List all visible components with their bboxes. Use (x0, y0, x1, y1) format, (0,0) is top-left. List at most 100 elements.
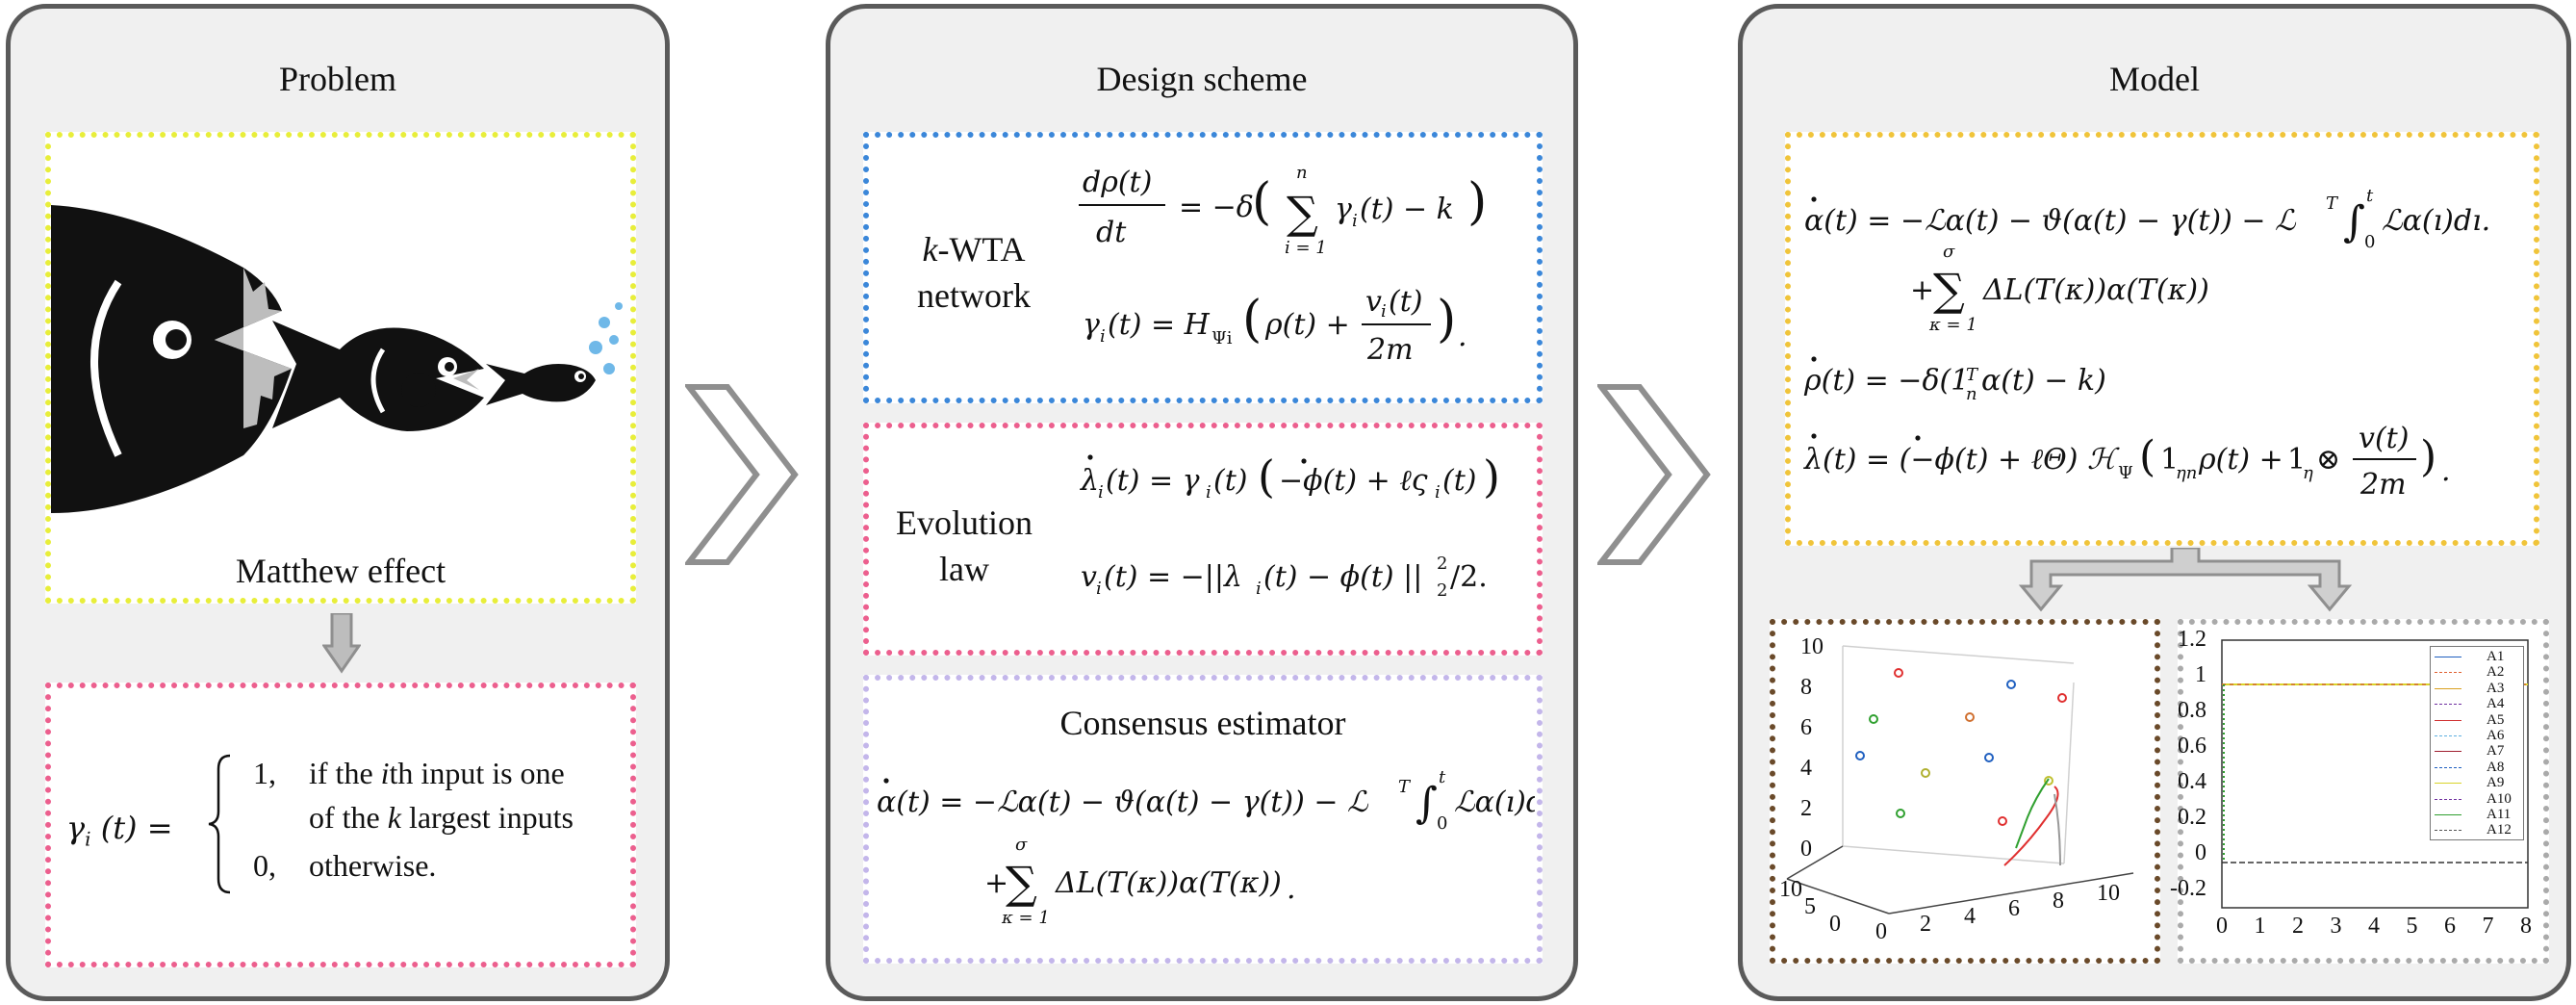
legend-entry: A6 (2435, 728, 2519, 743)
svg-text:σ: σ (1015, 835, 1028, 855)
svg-text:n: n (1296, 163, 1308, 183)
kwta-network-box: k-WTA network dρ(t) dt = −δ ( ∑ n i = 1 … (863, 132, 1543, 403)
svg-text:v: v (1365, 285, 1382, 319)
svg-text:(: ( (2139, 432, 2155, 481)
svg-text:Ψi: Ψi (1211, 328, 1233, 348)
tick-label: 0 (1829, 912, 1841, 937)
x-tick-label: 0 (2216, 914, 2228, 939)
y-tick-label: 0.6 (2178, 734, 2206, 759)
svg-text:2m: 2m (2359, 468, 2407, 502)
svg-text:ρ(t) +: ρ(t) + (1264, 308, 1350, 342)
x-tick-label: 8 (2520, 914, 2532, 939)
medium-fish-gill (370, 348, 386, 414)
x-tick-label: 4 (2368, 914, 2380, 939)
svg-text:dt: dt (1096, 216, 1127, 249)
svg-text:i: i (1096, 579, 1102, 599)
svg-text:(t) − ϕ(t) ||: (t) − ϕ(t) || (1263, 560, 1422, 594)
down-arrow-problem (322, 613, 361, 674)
tick-label: 10 (1800, 634, 1824, 659)
consensus-title: Consensus estimator (1059, 704, 1346, 742)
svg-text:(: ( (1258, 451, 1275, 502)
tick-label: 4 (1800, 756, 1812, 781)
svg-text:ηn: ηn (2176, 463, 2197, 483)
legend-label: A5 (2487, 711, 2505, 728)
legend-swatch (2435, 704, 2461, 706)
x-tick-label: 3 (2330, 914, 2342, 939)
design-panel: Design scheme k-WTA network dρ(t) dt = −… (826, 4, 1578, 1001)
svg-text:∑: ∑ (1933, 264, 1965, 316)
legend-swatch (2435, 735, 2461, 736)
kwta-label-line1: k-WTA (922, 230, 1026, 269)
svg-text:(: ( (1242, 291, 1262, 348)
x-tick-label: 5 (2406, 914, 2418, 939)
big-fish-gill (90, 279, 122, 457)
svg-text:−ϕ(t) + ℓς: −ϕ(t) + ℓς (1279, 464, 1428, 498)
chevron-arrow-2 (1597, 384, 1711, 565)
x-tick-label: 1 (2254, 914, 2266, 939)
svg-text:T: T (1398, 777, 1412, 797)
legend-swatch (2435, 766, 2461, 768)
legend-label: A7 (2487, 743, 2505, 760)
legend-label: A4 (2487, 696, 2505, 712)
fish-illustration (51, 205, 623, 513)
legend-swatch (2435, 798, 2461, 800)
svg-text:): ) (1437, 291, 1456, 348)
evolution-label-line1: Evolution (896, 503, 1033, 542)
svg-text:(: ( (1252, 173, 1271, 231)
legend-entry: A12 (2435, 822, 2519, 838)
svg-text:∫: ∫ (2343, 197, 2365, 246)
svg-text:α(t) − k): α(t) − k) (1981, 364, 2106, 398)
svg-text:κ = 1: κ = 1 (1001, 908, 1050, 928)
legend-label: A2 (2487, 664, 2505, 681)
legend-label: A12 (2487, 822, 2512, 838)
legend-swatch (2435, 672, 2461, 674)
legend-label: A11 (2487, 807, 2512, 822)
svg-text:ρ(t) = −δ(1: ρ(t) = −δ(1 (1803, 364, 1969, 398)
svg-text:+: + (1910, 273, 1934, 307)
svg-text:t: t (1439, 767, 1446, 787)
tick-label: 4 (1964, 904, 1976, 929)
design-title: Design scheme (1096, 60, 1308, 98)
svg-text:ρ(t) +: ρ(t) + (2198, 443, 2283, 477)
svg-text:(t): (t) (1213, 464, 1247, 498)
svg-text:v: v (1081, 560, 1097, 594)
small-fish (486, 364, 596, 405)
legend-swatch (2435, 830, 2461, 832)
model-panel: Model α(t) = −ℒα(t) − ϑ(α(t) − γ(t)) − ℒ… (1738, 4, 2571, 1001)
svg-text:α(t) = −ℒα(t) − ϑ(α(t) − γ(t)): α(t) = −ℒα(t) − ϑ(α(t) − γ(t)) − ℒ (1804, 204, 2297, 238)
svg-text:(t) − k: (t) − k (1360, 193, 1454, 226)
split-arrows (2018, 548, 2353, 612)
legend-entry: A4 (2435, 696, 2519, 711)
model-title: Model (2109, 60, 2200, 98)
legend-label: A9 (2487, 775, 2505, 791)
svg-text:.: . (1287, 872, 1296, 906)
medium-fish (272, 321, 484, 431)
svg-text:(t) = H: (t) = H (1108, 308, 1211, 342)
svg-text:+: + (984, 866, 1008, 900)
tick-label: 0 (1800, 837, 1812, 862)
evolution-label-line2: law (939, 550, 989, 588)
svg-text:λ: λ (1080, 464, 1099, 498)
svg-text:2: 2 (1437, 554, 1447, 574)
legend-label: A3 (2487, 680, 2505, 696)
matthew-effect-box: Matthew effect (45, 132, 636, 604)
case1-value: 1, (253, 756, 276, 790)
x-tick-label: 7 (2482, 914, 2494, 939)
legend-entry: A9 (2435, 775, 2519, 790)
definition-box: γi (t) = 1, if the ith input is one of t… (45, 683, 636, 967)
tick-label: 10 (2097, 881, 2120, 906)
tick-label: 6 (2008, 896, 2020, 921)
svg-text:ΔL(T(κ))α(T(κ)): ΔL(T(κ))α(T(κ)) (1982, 273, 2209, 307)
svg-text:(t): (t) (1442, 464, 1476, 498)
case0-text: otherwise. (309, 848, 437, 883)
svg-text:i = 1: i = 1 (1285, 238, 1327, 258)
plot-3d (1786, 645, 2134, 915)
svg-text:(t) = −||λ: (t) = −||λ (1104, 560, 1242, 594)
evolution-equation-2: v i (t) = −||λ i (t) − ϕ(t) || 2 2 /2. (1081, 554, 1488, 601)
svg-text:σ: σ (1943, 242, 1955, 262)
svg-text:): ) (1483, 451, 1500, 502)
y-tick-label: 0.4 (2178, 769, 2206, 794)
